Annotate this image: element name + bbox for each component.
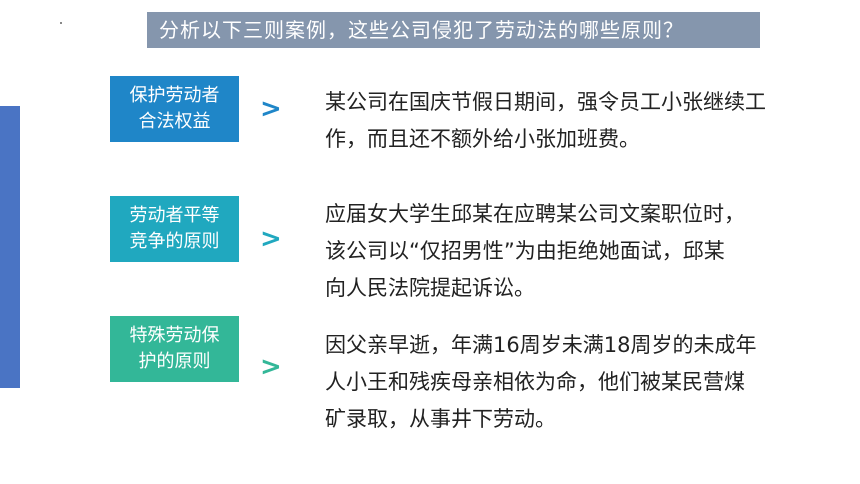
decorative-dot bbox=[60, 22, 62, 24]
principle-1-line-2: 合法权益 bbox=[138, 111, 211, 132]
principle-3-line-1: 特殊劳动保 bbox=[129, 325, 220, 346]
left-accent-bar bbox=[0, 106, 20, 388]
case-text-2: 应届女大学生邱某在应聘某公司文案职位时， 该公司以“仅招男性”为由拒绝她面试，邱… bbox=[325, 196, 745, 307]
principle-3-line-2: 护的原则 bbox=[138, 351, 211, 372]
case-2-line-3: 向人民法院提起诉讼。 bbox=[325, 276, 535, 300]
case-2-line-2: 该公司以“仅招男性”为由拒绝她面试，邱某 bbox=[325, 239, 725, 263]
case-3-line-1: 因父亲早逝，年满16周岁未满18周岁的未成年 bbox=[325, 333, 757, 357]
arrow-icon-2: > bbox=[260, 224, 282, 254]
case-3-line-3: 矿录取，从事井下劳动。 bbox=[325, 407, 556, 431]
case-1-line-2: 作，而且还不额外给小张加班费。 bbox=[325, 127, 640, 151]
principle-1-line-1: 保护劳动者 bbox=[129, 85, 220, 106]
arrow-icon-1: > bbox=[260, 94, 282, 124]
principle-2-line-1: 劳动者平等 bbox=[129, 205, 220, 226]
case-2-line-1: 应届女大学生邱某在应聘某公司文案职位时， bbox=[325, 202, 745, 226]
principle-2-line-2: 竞争的原则 bbox=[129, 231, 220, 252]
principle-box-2: 劳动者平等 竞争的原则 bbox=[110, 196, 239, 262]
case-1-line-1: 某公司在国庆节假日期间，强令员工小张继续工 bbox=[325, 90, 766, 114]
arrow-icon-3: > bbox=[260, 352, 282, 382]
case-text-1: 某公司在国庆节假日期间，强令员工小张继续工 作，而且还不额外给小张加班费。 bbox=[325, 84, 766, 158]
principle-box-1: 保护劳动者 合法权益 bbox=[110, 76, 239, 142]
case-text-3: 因父亲早逝，年满16周岁未满18周岁的未成年 人小王和残疾母亲相依为命，他们被某… bbox=[325, 327, 756, 438]
case-3-line-2: 人小王和残疾母亲相依为命，他们被某民营煤 bbox=[325, 370, 745, 394]
principle-box-3: 特殊劳动保 护的原则 bbox=[110, 316, 239, 382]
page-title: 分析以下三则案例，这些公司侵犯了劳动法的哪些原则？ bbox=[147, 12, 760, 48]
